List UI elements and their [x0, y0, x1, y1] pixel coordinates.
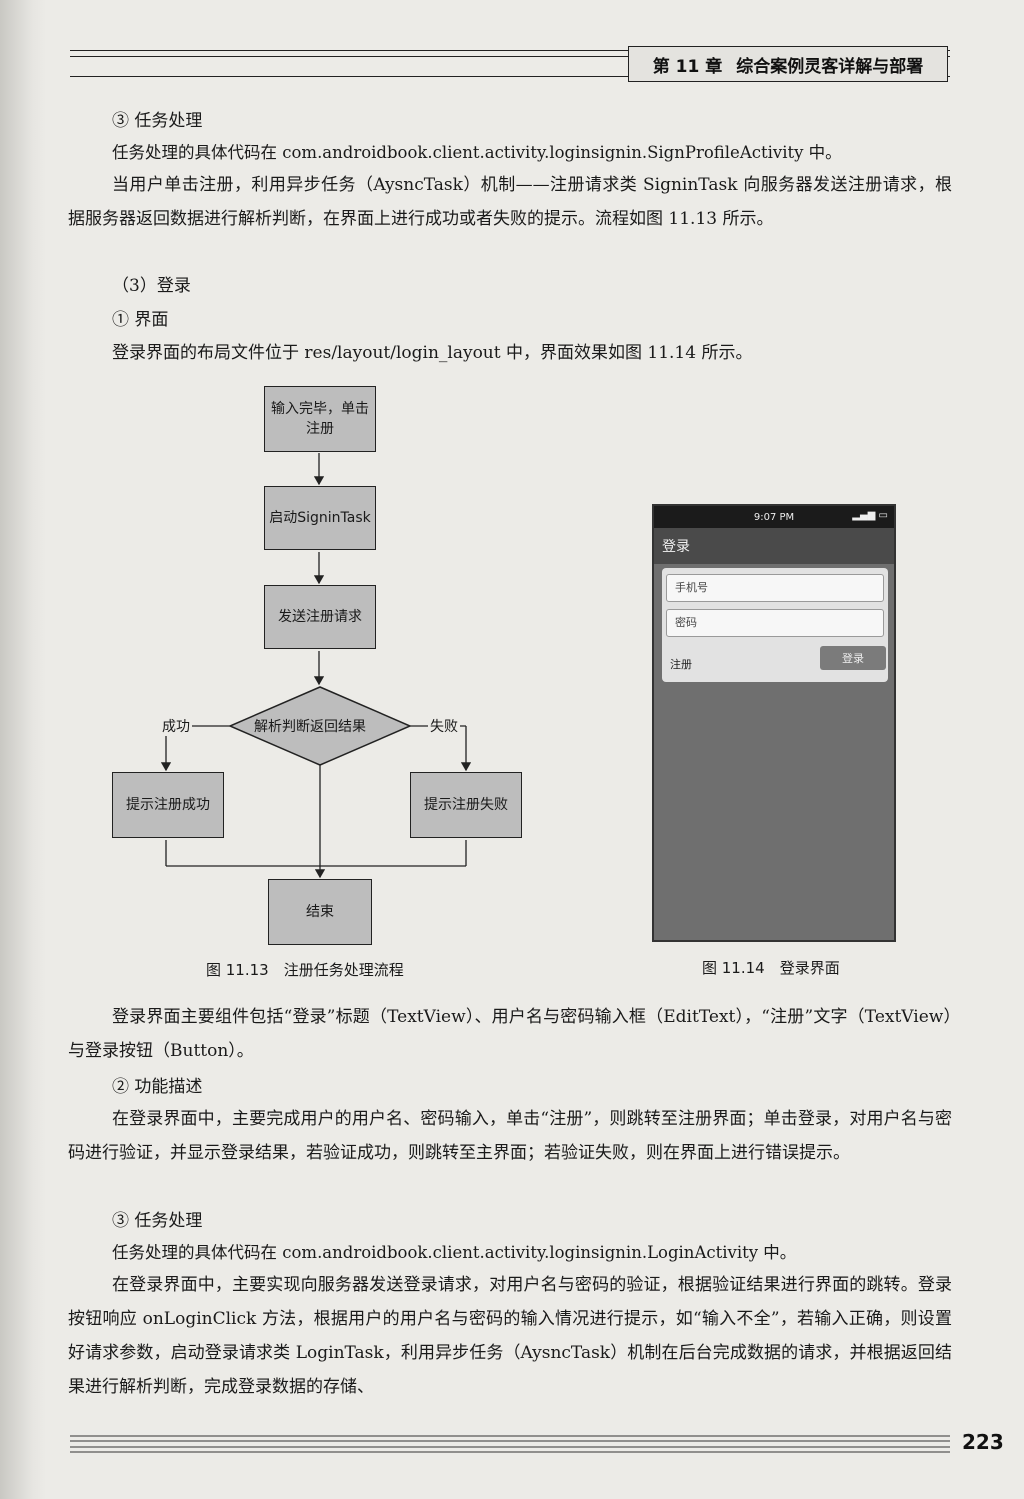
task-paragraph-2: 在登录界面中，主要实现向服务器发送登录请求，对用户名与密码的验证，根据验证结果进…	[68, 1275, 952, 1397]
login-title-bar: 登录	[654, 528, 894, 564]
flow-step-input-done: 输入完毕，单击注册	[264, 386, 376, 452]
login-form: 手机号 密码 注册 登录	[662, 568, 888, 682]
flow-step-start-task: 启动SigninTask	[264, 486, 376, 550]
login-button[interactable]: 登录	[820, 646, 886, 670]
flow-step-send-request: 发送注册请求	[264, 585, 376, 649]
task-code-location-2: 任务处理的具体代码在 com.androidbook.client.activi…	[112, 1243, 797, 1262]
task-heading-1: ③ 任务处理	[112, 111, 203, 131]
page-binding-shadow	[0, 0, 46, 1499]
figure-caption-11-14: 图 11.14 登录界面	[702, 959, 840, 977]
flow-success-label: 成功	[160, 716, 192, 736]
flow-decision-label: 解析判断返回结果	[254, 719, 366, 735]
header-rule-mid	[70, 56, 950, 57]
function-paragraph: 在登录界面中，主要完成用户的用户名、密码输入，单击“注册”，则跳转至注册界面；单…	[68, 1109, 952, 1163]
chapter-title: 综合案例灵客详解与部署	[736, 56, 924, 77]
task-code-location-1: 任务处理的具体代码在 com.androidbook.client.activi…	[112, 143, 842, 162]
password-field[interactable]: 密码	[666, 609, 884, 637]
task-paragraph-1: 当用户单击注册，利用异步任务（AysncTask）机制——注册请求类 Signi…	[68, 175, 952, 229]
flow-step-end: 结束	[268, 879, 372, 945]
components-paragraph: 登录界面主要组件包括“登录”标题（TextView）、用户名与密码输入框（Edi…	[68, 1007, 952, 1061]
header-rule-bottom	[70, 76, 950, 77]
header-rule-top	[70, 50, 950, 51]
flow-step-success: 提示注册成功	[112, 772, 224, 838]
flow-step-fail: 提示注册失败	[410, 772, 522, 838]
ui-subheading: ① 界面	[112, 310, 169, 330]
phone-number-field[interactable]: 手机号	[666, 574, 884, 602]
figure-caption-11-13: 图 11.13 注册任务处理流程	[206, 961, 404, 979]
flow-fail-label: 失败	[428, 716, 460, 736]
signal-battery-icon: ▂▄▆ ▭	[852, 510, 888, 521]
status-time: 9:07 PM	[753, 511, 795, 523]
login-screen-screenshot: 9:07 PM ▂▄▆ ▭ 登录 手机号 密码 注册 登录	[652, 504, 896, 942]
chapter-header: 第 11 章 综合案例灵客详解与部署	[628, 46, 948, 82]
login-section-heading: （3）登录	[112, 276, 191, 296]
task-heading-2: ③ 任务处理	[112, 1211, 203, 1231]
function-heading: ② 功能描述	[112, 1077, 203, 1097]
layout-file-line: 登录界面的布局文件位于 res/layout/login_layout 中，界面…	[112, 343, 753, 363]
register-link[interactable]: 注册	[670, 658, 692, 671]
phone-status-bar: 9:07 PM ▂▄▆ ▭	[654, 506, 894, 528]
page-number: 223	[962, 1430, 1004, 1454]
chapter-number: 第 11 章	[652, 56, 723, 77]
